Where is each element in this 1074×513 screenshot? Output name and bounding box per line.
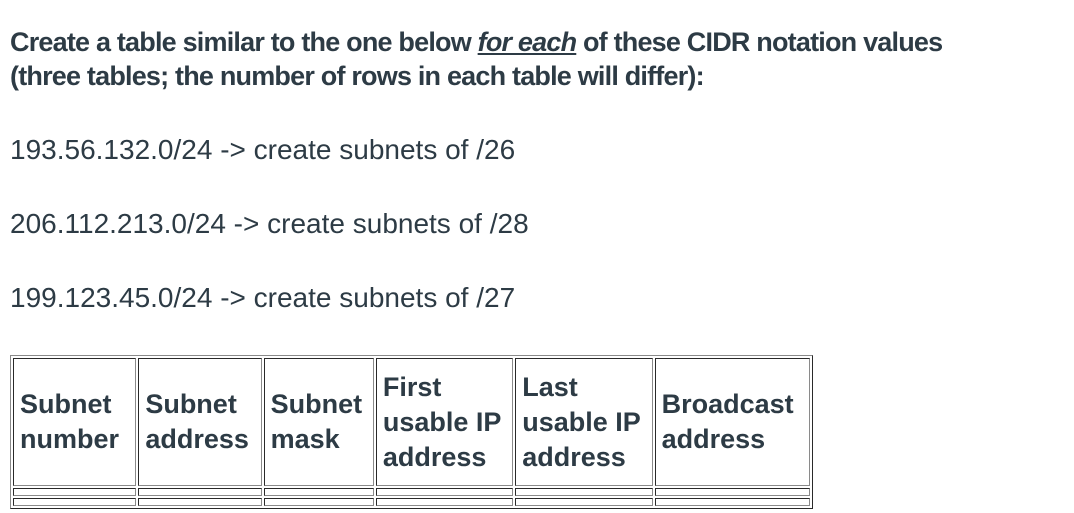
empty-cell (654, 498, 810, 506)
instructions-line-1: Create a table similar to the one below … (10, 25, 1064, 59)
empty-cell (138, 488, 262, 496)
column-header-subnet-mask: Subnet mask (263, 358, 374, 486)
column-header-last-usable-ip: Last usable IP address (515, 358, 653, 486)
cidr-line-3: 199.123.45.0/24 -> create subnets of /27 (10, 282, 516, 313)
empty-row (13, 498, 810, 506)
instructions-line-2: (three tables; the number of rows in eac… (10, 61, 705, 91)
empty-cell (263, 498, 374, 506)
empty-cell (375, 488, 514, 496)
empty-cell (654, 488, 810, 496)
header-row: Subnet number Subnet address Subnet mask… (13, 358, 810, 486)
empty-cell (263, 488, 374, 496)
instructions-text-post: of these CIDR notation values (576, 27, 943, 57)
empty-cell (13, 488, 137, 496)
empty-cell (375, 498, 514, 506)
empty-row (13, 488, 810, 496)
empty-cell (515, 498, 653, 506)
empty-cell (138, 498, 262, 506)
column-header-subnet-number: Subnet number (13, 358, 137, 486)
column-header-broadcast-address: Broadcast address (654, 358, 810, 486)
empty-cell (13, 498, 137, 506)
empty-cell (515, 488, 653, 496)
instructions-text-pre: Create a table similar to the one below (10, 27, 478, 57)
for-each-emphasis: for each (477, 27, 577, 57)
column-header-first-usable-ip: First usable IP address (375, 358, 514, 486)
column-header-subnet-address: Subnet address (138, 358, 262, 486)
instructions-paragraph: Create a table similar to the one below … (10, 25, 1064, 93)
cidr-line-2: 206.112.213.0/24 -> create subnets of /2… (10, 208, 529, 239)
subnet-table: Subnet number Subnet address Subnet mask… (10, 355, 813, 509)
cidr-line-1: 193.56.132.0/24 -> create subnets of /26 (10, 134, 516, 165)
